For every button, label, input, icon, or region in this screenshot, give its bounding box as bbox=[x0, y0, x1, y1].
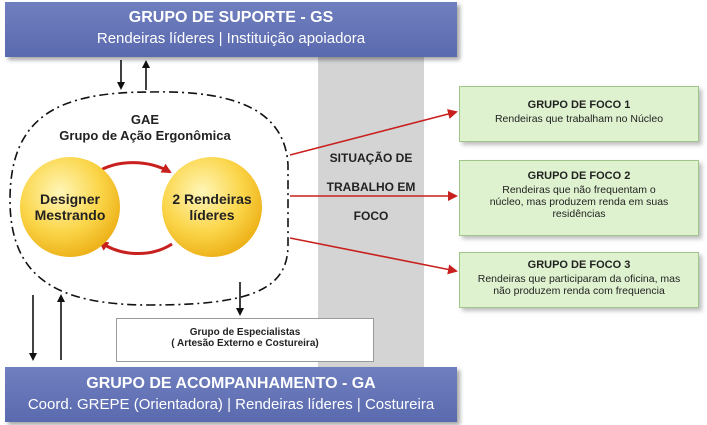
support-group-subtitle: Rendeiras líderes | Instituição apoiador… bbox=[96, 30, 366, 47]
designer-line-2: Mestrando bbox=[34, 207, 106, 223]
separator: | bbox=[227, 396, 236, 413]
follow-up-part-3: Costureira bbox=[364, 396, 435, 413]
work-situation-line-1: SITUAÇÃO DE bbox=[329, 151, 413, 165]
follow-up-group-title: GRUPO DE ACOMPANHAMENTO - GA bbox=[86, 375, 376, 392]
arrow-to-focus-3 bbox=[289, 237, 458, 275]
focus-group-3-text: Rendeiras que participaram da oficina, m… bbox=[477, 273, 681, 297]
focus-group-3-title: GRUPO DE FOCO 3 bbox=[527, 259, 631, 271]
rendeiras-line-2: líderes bbox=[189, 207, 235, 223]
focus-group-1: GRUPO DE FOCO 1 Rendeiras que trabalham … bbox=[459, 86, 699, 142]
arrow-to-focus-1 bbox=[289, 109, 458, 156]
follow-up-part-1: Coord. GREPE (Orientadora) bbox=[27, 396, 223, 413]
focus-group-2-text: Rendeiras que não frequentam o núcleo, m… bbox=[489, 184, 669, 220]
gae-title: GAE bbox=[130, 112, 160, 127]
specialists-subtitle: ( Artesão Externo e Costureira) bbox=[171, 338, 319, 349]
designer-circle: Designer Mestrando bbox=[20, 157, 120, 257]
rendeiras-circle: 2 Rendeiras líderes bbox=[162, 157, 262, 257]
focus-group-3: GRUPO DE FOCO 3 Rendeiras que participar… bbox=[459, 252, 699, 308]
gae-boundary bbox=[9, 91, 289, 306]
support-group-title: GRUPO DE SUPORTE - GS bbox=[128, 9, 334, 26]
focus-group-1-title: GRUPO DE FOCO 1 bbox=[527, 99, 631, 111]
separator: | bbox=[356, 396, 365, 413]
follow-up-part-2: Rendeiras líderes bbox=[235, 396, 353, 413]
gae-subtitle: Grupo de Ação Ergonômica bbox=[59, 128, 231, 143]
specialists-box: Grupo de Especialistas ( Artesão Externo… bbox=[116, 318, 374, 362]
focus-group-1-text: Rendeiras que trabalham no Núcleo bbox=[494, 113, 664, 125]
follow-up-group-box: GRUPO DE ACOMPANHAMENTO - GA Coord. GREP… bbox=[5, 367, 457, 422]
follow-up-group-subtitle: Coord. GREPE (Orientadora) | Rendeiras l… bbox=[5, 396, 457, 413]
focus-group-2-title: GRUPO DE FOCO 2 bbox=[527, 170, 631, 182]
work-situation-label: SITUAÇÃO DE TRABALHO EM FOCO bbox=[318, 144, 424, 231]
support-group-box: GRUPO DE SUPORTE - GS Rendeiras líderes … bbox=[5, 2, 457, 57]
arrow-rendeiras-to-designer bbox=[98, 240, 173, 256]
designer-line-1: Designer bbox=[40, 191, 100, 207]
work-situation-line-3: FOCO bbox=[353, 209, 389, 223]
gae-header: GAE Grupo de Ação Ergonômica bbox=[40, 112, 250, 144]
specialists-title: Grupo de Especialistas bbox=[189, 327, 301, 338]
focus-group-2: GRUPO DE FOCO 2 Rendeiras que não freque… bbox=[459, 160, 699, 236]
work-situation-line-2: TRABALHO EM bbox=[326, 180, 416, 194]
rendeiras-line-1: 2 Rendeiras bbox=[172, 191, 252, 207]
